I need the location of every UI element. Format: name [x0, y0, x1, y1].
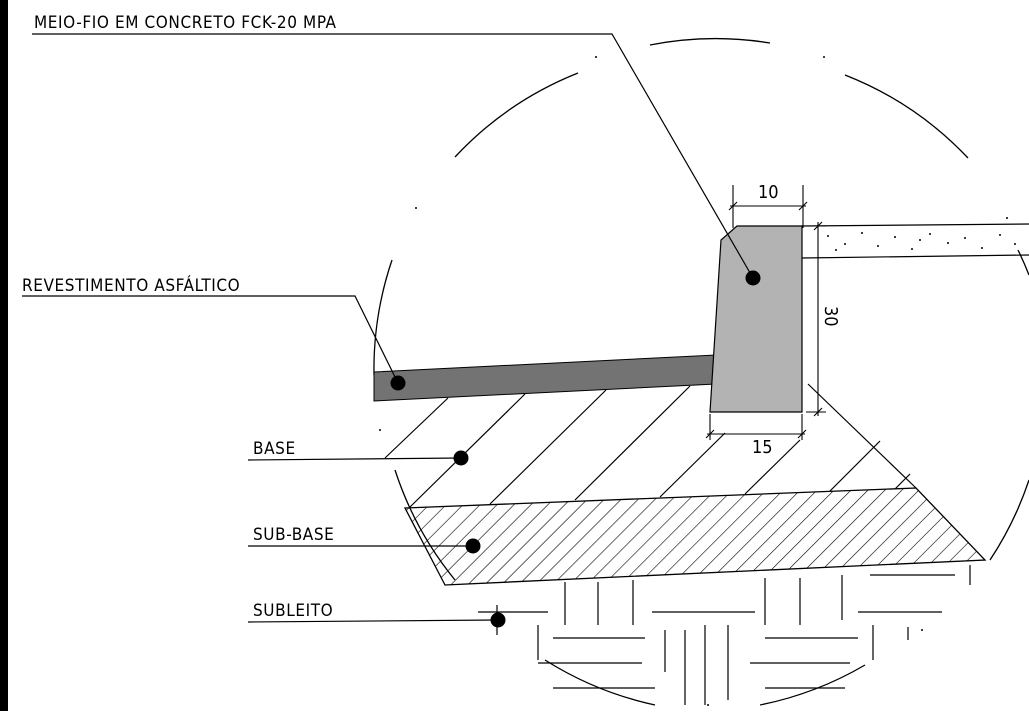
subbase-layer: [403, 487, 987, 586]
detail-circle: [373, 38, 1029, 706]
circle-arc-right: [1017, 249, 1029, 276]
leader-dots: [390, 270, 761, 628]
circle-arc-bottom-right: [759, 664, 866, 706]
curb-label: MEIO-FIO EM CONCRETO FCK-20 MPA: [34, 13, 337, 33]
asphalt-marker: [390, 375, 406, 391]
asphalt-label: REVESTIMENTO ASFÁLTICO: [22, 274, 240, 296]
subbase-label: SUB-BASE: [253, 525, 334, 545]
circle-arc-top-left: [454, 72, 579, 158]
stray-dots: [379, 56, 1008, 706]
subgrade-hatch: [478, 565, 971, 705]
circle-arc-top-right: [844, 74, 969, 159]
dim-bottom-width: 15: [752, 437, 773, 458]
subbase-marker: [465, 538, 481, 554]
leader-lines: [22, 33, 754, 623]
base-layer-hatch: [384, 383, 917, 508]
base-label: BASE: [253, 439, 296, 459]
sidewalk: [801, 223, 1029, 259]
circle-arc-left: [373, 259, 393, 376]
circle-arc-top: [649, 38, 771, 46]
subgrade-marker: [490, 612, 506, 628]
dim-height: 30: [820, 306, 841, 327]
circle-arc-right-low: [989, 479, 1029, 561]
curb-marker: [745, 270, 761, 286]
concrete-curb: [709, 225, 803, 413]
subgrade-label: SUBLEITO: [253, 601, 333, 621]
dim-top-width: 10: [758, 182, 779, 203]
circle-arc-bottom: [544, 659, 656, 706]
dimension-lines: [705, 185, 826, 440]
asphalt-layer: [373, 354, 717, 402]
base-marker: [453, 450, 469, 466]
left-border-bar: [0, 0, 8, 711]
sidewalk-stipple: [827, 232, 1016, 251]
